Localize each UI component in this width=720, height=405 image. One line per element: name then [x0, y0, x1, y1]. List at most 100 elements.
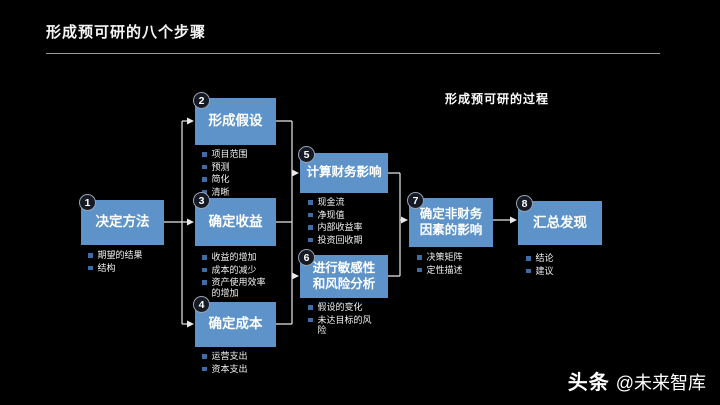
bullet-text: 期望的结果: [97, 250, 143, 260]
bullet-item: 资产使用效率的增加: [202, 277, 270, 298]
bullet-item: 决策矩阵: [417, 252, 463, 263]
bullet-item: 定性描述: [417, 265, 463, 276]
step-number-1: 1: [84, 196, 91, 209]
step-title-5: 计算财务影响: [306, 165, 382, 180]
bullet-item: 预测: [202, 162, 248, 173]
step-number-6: 6: [303, 251, 310, 264]
bullet-text: 成本的减少: [211, 264, 257, 275]
step-number-8: 8: [521, 197, 528, 210]
bullet-square-icon: [202, 189, 207, 194]
bullet-item: 结论: [526, 253, 554, 264]
bullet-square-icon: [202, 354, 207, 359]
bullet-text: 资产使用效率的增加: [211, 277, 266, 298]
step-title-7: 确定非财务因素的影响: [419, 206, 483, 237]
bullet-square-icon: [308, 212, 313, 217]
bullet-text: 清晰: [211, 186, 230, 197]
step-title-8: 汇总发现: [533, 214, 587, 230]
step-number-badge-6: 6: [298, 249, 315, 266]
bullet-item: 简化: [202, 174, 248, 185]
step-title-4: 确定成本: [208, 316, 263, 332]
process-label: 形成预可研的过程: [445, 92, 550, 106]
step-box-1: 决定方法: [81, 200, 164, 245]
bullet-text: 未达目标的风险: [317, 314, 372, 336]
watermark: 头条 @未来智库: [568, 366, 706, 395]
step-box-4: 确定成本: [195, 302, 276, 347]
bullet-square-icon: [417, 255, 422, 260]
slide-title: 形成预可研的八个步骤: [46, 24, 207, 41]
bullet-text: 收益的增加: [211, 252, 257, 262]
step-number-4: 4: [198, 298, 205, 311]
bullet-text: 内部收益率: [317, 222, 363, 232]
bullet-text: 投资回收期: [317, 234, 363, 245]
bullet-square-icon: [202, 267, 207, 272]
step-number-badge-1: 1: [79, 194, 96, 211]
step-number-badge-8: 8: [516, 195, 533, 212]
bullet-text: 假设的变化: [317, 302, 363, 312]
bullet-square-icon: [308, 305, 313, 310]
bullet-item: 清晰: [202, 187, 248, 198]
bullet-item: 成本的减少: [202, 265, 270, 276]
step-number-badge-5: 5: [298, 146, 315, 163]
bullet-square-icon: [202, 152, 207, 157]
bullet-square-icon: [308, 200, 313, 205]
step-bullets-6: 假设的变化 未达目标的风险: [308, 302, 376, 336]
bullet-square-icon: [526, 268, 531, 273]
step-box-5: 计算财务影响: [300, 153, 388, 193]
bullet-text: 建议: [535, 265, 554, 276]
bullet-item: 运营支出: [202, 351, 248, 362]
step-number-badge-7: 7: [407, 192, 424, 209]
bullet-text: 定性描述: [426, 264, 463, 275]
bullet-square-icon: [202, 164, 207, 169]
step-number-7: 7: [412, 194, 419, 207]
bullet-square-icon: [308, 317, 313, 322]
bullet-square-icon: [202, 280, 207, 285]
step-number-5: 5: [303, 148, 310, 161]
step-bullets-8: 结论 建议: [526, 253, 554, 276]
step-number-2: 2: [198, 94, 205, 107]
bullet-text: 预测: [211, 161, 230, 172]
step-box-8: 汇总发现: [518, 201, 602, 245]
bullet-text: 结论: [535, 253, 554, 263]
bullet-item: 资本支出: [202, 364, 248, 375]
step-title-6: 进行敏感性和风险分析: [312, 260, 376, 291]
bullet-item: 假设的变化: [308, 302, 376, 313]
bullet-text: 决策矩阵: [426, 252, 463, 262]
step-title-2: 形成假设: [208, 113, 263, 129]
bullet-item: 净现值: [308, 210, 363, 221]
bullet-item: 收益的增加: [202, 252, 270, 263]
title-underline: [46, 53, 660, 54]
bullet-item: 投资回收期: [308, 235, 363, 246]
bullet-item: 结构: [88, 263, 143, 274]
step-bullets-4: 运营支出 资本支出: [202, 351, 248, 374]
bullet-square-icon: [202, 255, 207, 260]
watermark-handle: @未来智库: [615, 373, 706, 393]
bullet-text: 现金流: [317, 197, 345, 207]
bullet-text: 运营支出: [211, 351, 248, 361]
step-number-3: 3: [198, 194, 205, 207]
bullet-item: 内部收益率: [308, 222, 363, 233]
bullet-item: 现金流: [308, 197, 363, 208]
bullet-square-icon: [308, 237, 313, 242]
bullet-text: 净现值: [317, 209, 345, 220]
step-box-7: 确定非财务因素的影响: [409, 198, 493, 247]
step-title-3: 确定收益: [208, 213, 263, 229]
bullet-square-icon: [526, 256, 531, 261]
bullet-item: 项目范围: [202, 149, 248, 160]
bullet-square-icon: [88, 265, 93, 270]
bullet-square-icon: [417, 267, 422, 272]
step-number-badge-3: 3: [193, 192, 210, 209]
step-title-1: 决定方法: [95, 214, 150, 230]
bullet-text: 简化: [211, 174, 230, 184]
bullet-square-icon: [202, 177, 207, 182]
bullet-square-icon: [88, 253, 93, 258]
step-box-3: 确定收益: [195, 198, 276, 246]
bullet-square-icon: [202, 366, 207, 371]
bullet-text: 项目范围: [211, 149, 248, 159]
bullet-text: 结构: [97, 262, 116, 273]
step-box-2: 形成假设: [195, 98, 276, 145]
step-bullets-3: 收益的增加 成本的减少 资产使用效率的增加: [202, 252, 270, 298]
step-box-6: 进行敏感性和风险分析: [300, 255, 388, 298]
step-bullets-5: 现金流 净现值 内部收益率 投资回收期: [308, 197, 363, 245]
bullet-item: 建议: [526, 266, 554, 277]
